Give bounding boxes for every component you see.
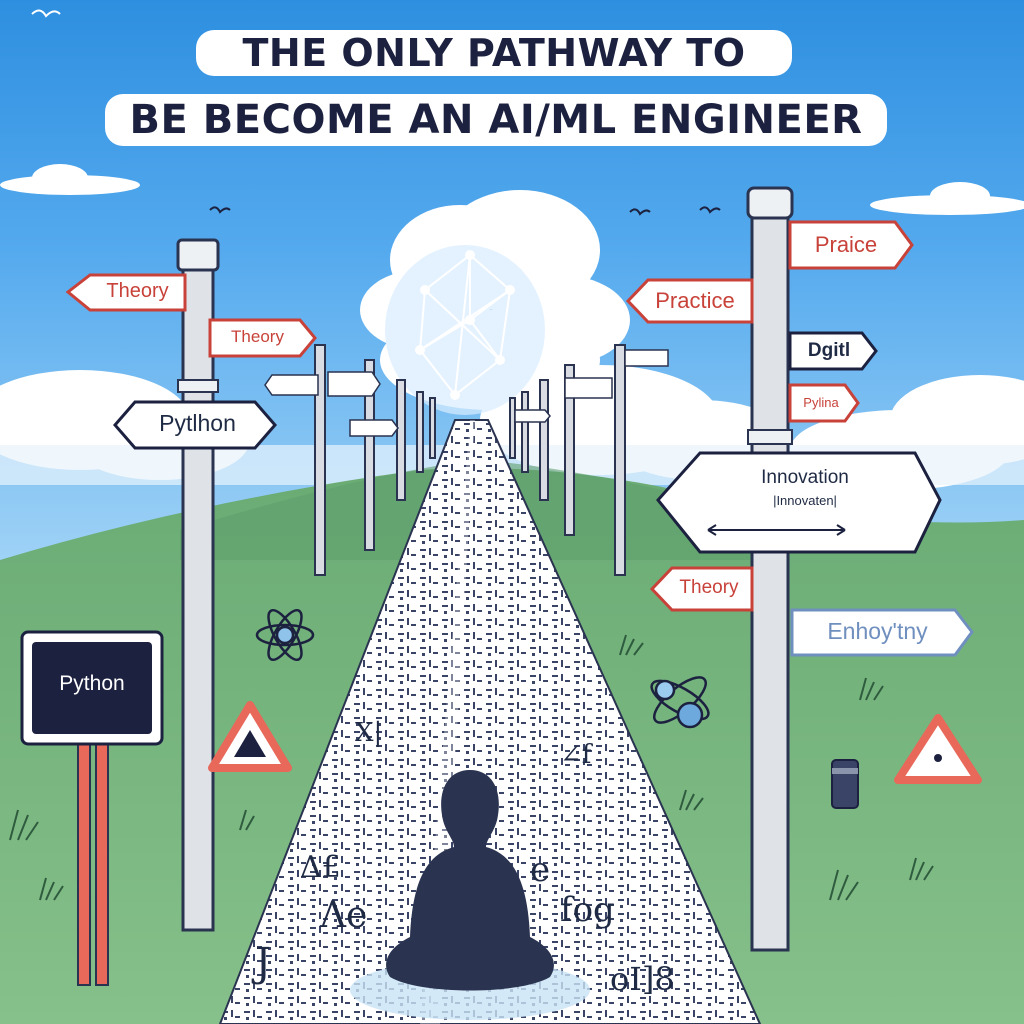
sign-praice: Praice bbox=[790, 232, 902, 258]
sign-practice-shape bbox=[625, 278, 754, 324]
sign-pyling: Pylina bbox=[790, 395, 852, 410]
road-glyph: fog bbox=[560, 890, 615, 930]
right-signpost bbox=[750, 188, 790, 952]
sign-theory-mid-left-label: Theory bbox=[231, 327, 284, 346]
python-board-label: Python bbox=[59, 672, 125, 695]
sign-theory-right-shape bbox=[649, 566, 754, 612]
road-glyph: J bbox=[255, 940, 272, 986]
sign-theory-right: Theory bbox=[665, 577, 753, 599]
title-line-2: BE BECOME AN AI/ML ENGINEER bbox=[105, 94, 887, 146]
sign-practice: Practice bbox=[640, 288, 750, 314]
sign-dgitl-shape bbox=[788, 331, 878, 371]
distant-signposts bbox=[314, 344, 626, 576]
sign-theory-top-left-shape bbox=[65, 273, 187, 312]
road-glyph: oI]8 bbox=[610, 960, 675, 998]
neural-network-icon bbox=[385, 245, 545, 415]
sign-enhoytny: Enhoy'tny bbox=[795, 618, 960, 645]
road-glyph: X| bbox=[355, 718, 383, 748]
title-line-1: THE ONLY PATHWAY TO bbox=[196, 30, 792, 76]
sign-innovation: Innovation |Innovaten| bbox=[690, 467, 920, 508]
sign-innovation-shape bbox=[656, 451, 942, 554]
atom-icon bbox=[255, 608, 710, 729]
sign-dgitl: Dgitl bbox=[790, 340, 868, 362]
sign-pyling-label: Pylina bbox=[803, 395, 839, 410]
python-board bbox=[20, 630, 164, 986]
sign-python-left: Pytlhon bbox=[130, 410, 265, 437]
left-signpost bbox=[181, 243, 215, 932]
sign-innovation-label: Innovation bbox=[761, 467, 849, 488]
road-glyph: Λe bbox=[320, 895, 368, 936]
bird-icon bbox=[31, 9, 721, 216]
sign-python-left-shape bbox=[113, 400, 277, 450]
python-board-text: Python bbox=[32, 672, 152, 696]
sign-theory-mid-left-shape bbox=[208, 318, 317, 358]
sign-enhoytny-shape bbox=[790, 608, 974, 657]
sign-pyling-shape bbox=[788, 383, 860, 423]
sign-innovation-sublabel: |Innovaten| bbox=[773, 493, 837, 508]
road-glyph: ∠f bbox=[560, 740, 592, 770]
warning-triangle-icon bbox=[208, 701, 982, 784]
road-glyph: Δ£ bbox=[300, 850, 341, 885]
sign-enhoytny-label: Enhoy'tny bbox=[827, 618, 928, 644]
sign-theory-top-left-label: Theory bbox=[106, 280, 169, 302]
sign-python-left-label: Pytlhon bbox=[159, 410, 236, 436]
sign-dgitl-label: Dgitl bbox=[807, 340, 851, 361]
sign-theory-top-left: Theory bbox=[90, 280, 185, 303]
sign-praice-shape bbox=[788, 220, 914, 270]
grass-tufts bbox=[9, 634, 934, 901]
sign-practice-label: Practice bbox=[655, 288, 735, 313]
sign-praice-label: Praice bbox=[814, 232, 878, 257]
sign-theory-mid-left: Theory bbox=[210, 327, 305, 347]
meditating-person-icon bbox=[350, 770, 590, 1020]
sign-theory-right-label: Theory bbox=[679, 577, 739, 598]
road-glyph: e bbox=[530, 850, 551, 890]
formula-road bbox=[218, 419, 762, 1024]
